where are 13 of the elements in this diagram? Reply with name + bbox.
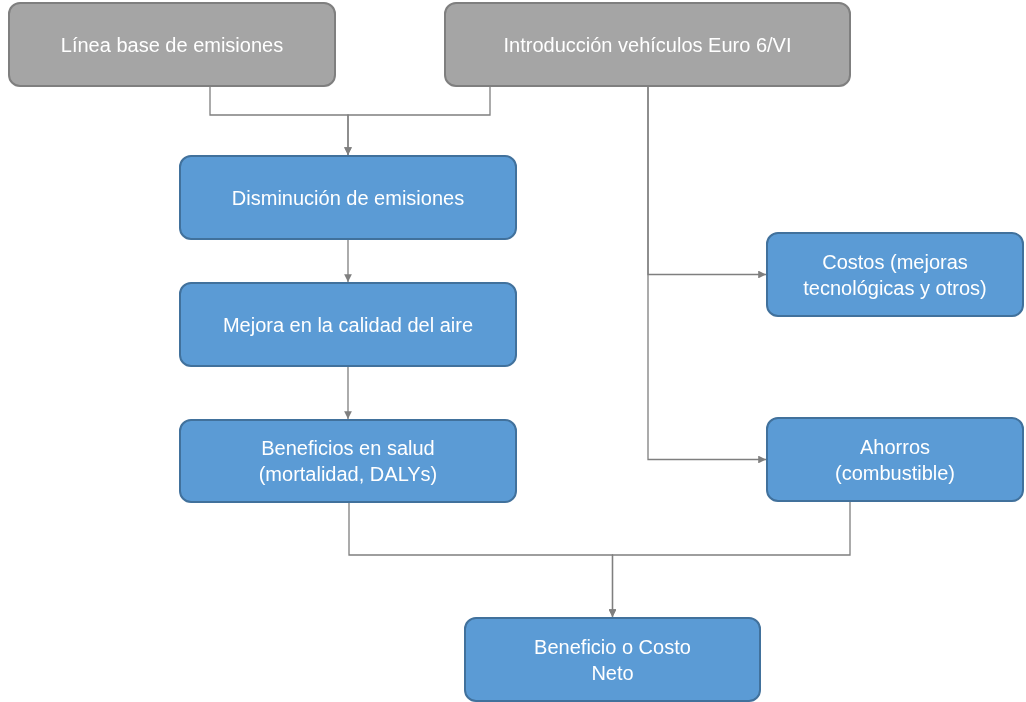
process-box: Mejora en la calidad del aire [179, 282, 517, 367]
process-box: Línea base de emisiones [8, 2, 336, 87]
arrow [608, 501, 851, 618]
process-box: Beneficio o Costo Neto [464, 617, 761, 702]
process-box: Beneficios en salud (mortalidad, DALYs) [179, 419, 517, 503]
process-box: Ahorros (combustible) [766, 417, 1024, 502]
arrow [344, 239, 352, 283]
arrow [344, 86, 491, 156]
process-box: Disminución de emisiones [179, 155, 517, 240]
arrow [647, 86, 767, 464]
arrow [344, 366, 352, 420]
process-box: Introducción vehículos Euro 6/VI [444, 2, 851, 87]
process-box: Costos (mejoras tecnológicas y otros) [766, 232, 1024, 317]
